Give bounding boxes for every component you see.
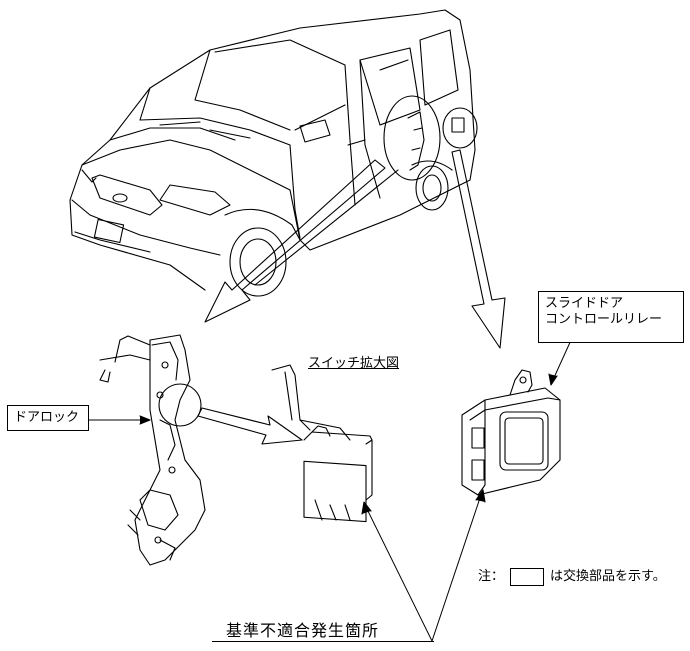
switch-enlarged-title: スイッチ拡大図 — [308, 356, 400, 371]
door-lock-label: ドアロック — [7, 405, 89, 432]
arrow-van-to-relay — [451, 149, 506, 349]
line-nonconformity-to-switch — [364, 504, 433, 642]
relay-label-line2: コントロールリレー — [545, 312, 663, 328]
relay-label-line1: スライドドア — [545, 296, 624, 311]
relay-label: スライドドア コントロールリレー — [538, 291, 684, 343]
nonconformity-underline — [212, 641, 434, 642]
line-nonconformity-to-relay — [431, 491, 483, 642]
legend-note: 注： は交換部品を示す。 — [478, 568, 666, 586]
switch-location-circle — [158, 383, 202, 427]
arrow-to-switch — [197, 407, 303, 445]
note-prefix: 注： — [478, 568, 505, 584]
relay-location-circle — [442, 107, 478, 149]
minivan-illustration — [69, 9, 476, 297]
arrow-relay-label — [551, 337, 573, 383]
nonconformity-label: 基準不適合発生箇所 — [226, 621, 380, 640]
note-suffix: は交換部品を示す。 — [550, 568, 666, 584]
door-lock-assembly — [99, 334, 206, 566]
arrow-van-to-door-lock — [204, 159, 386, 323]
replacement-part-box-swatch — [510, 568, 545, 586]
door-lock-location-circle — [383, 95, 441, 181]
switch-enlarged — [271, 364, 373, 523]
relay-unit — [461, 369, 561, 496]
